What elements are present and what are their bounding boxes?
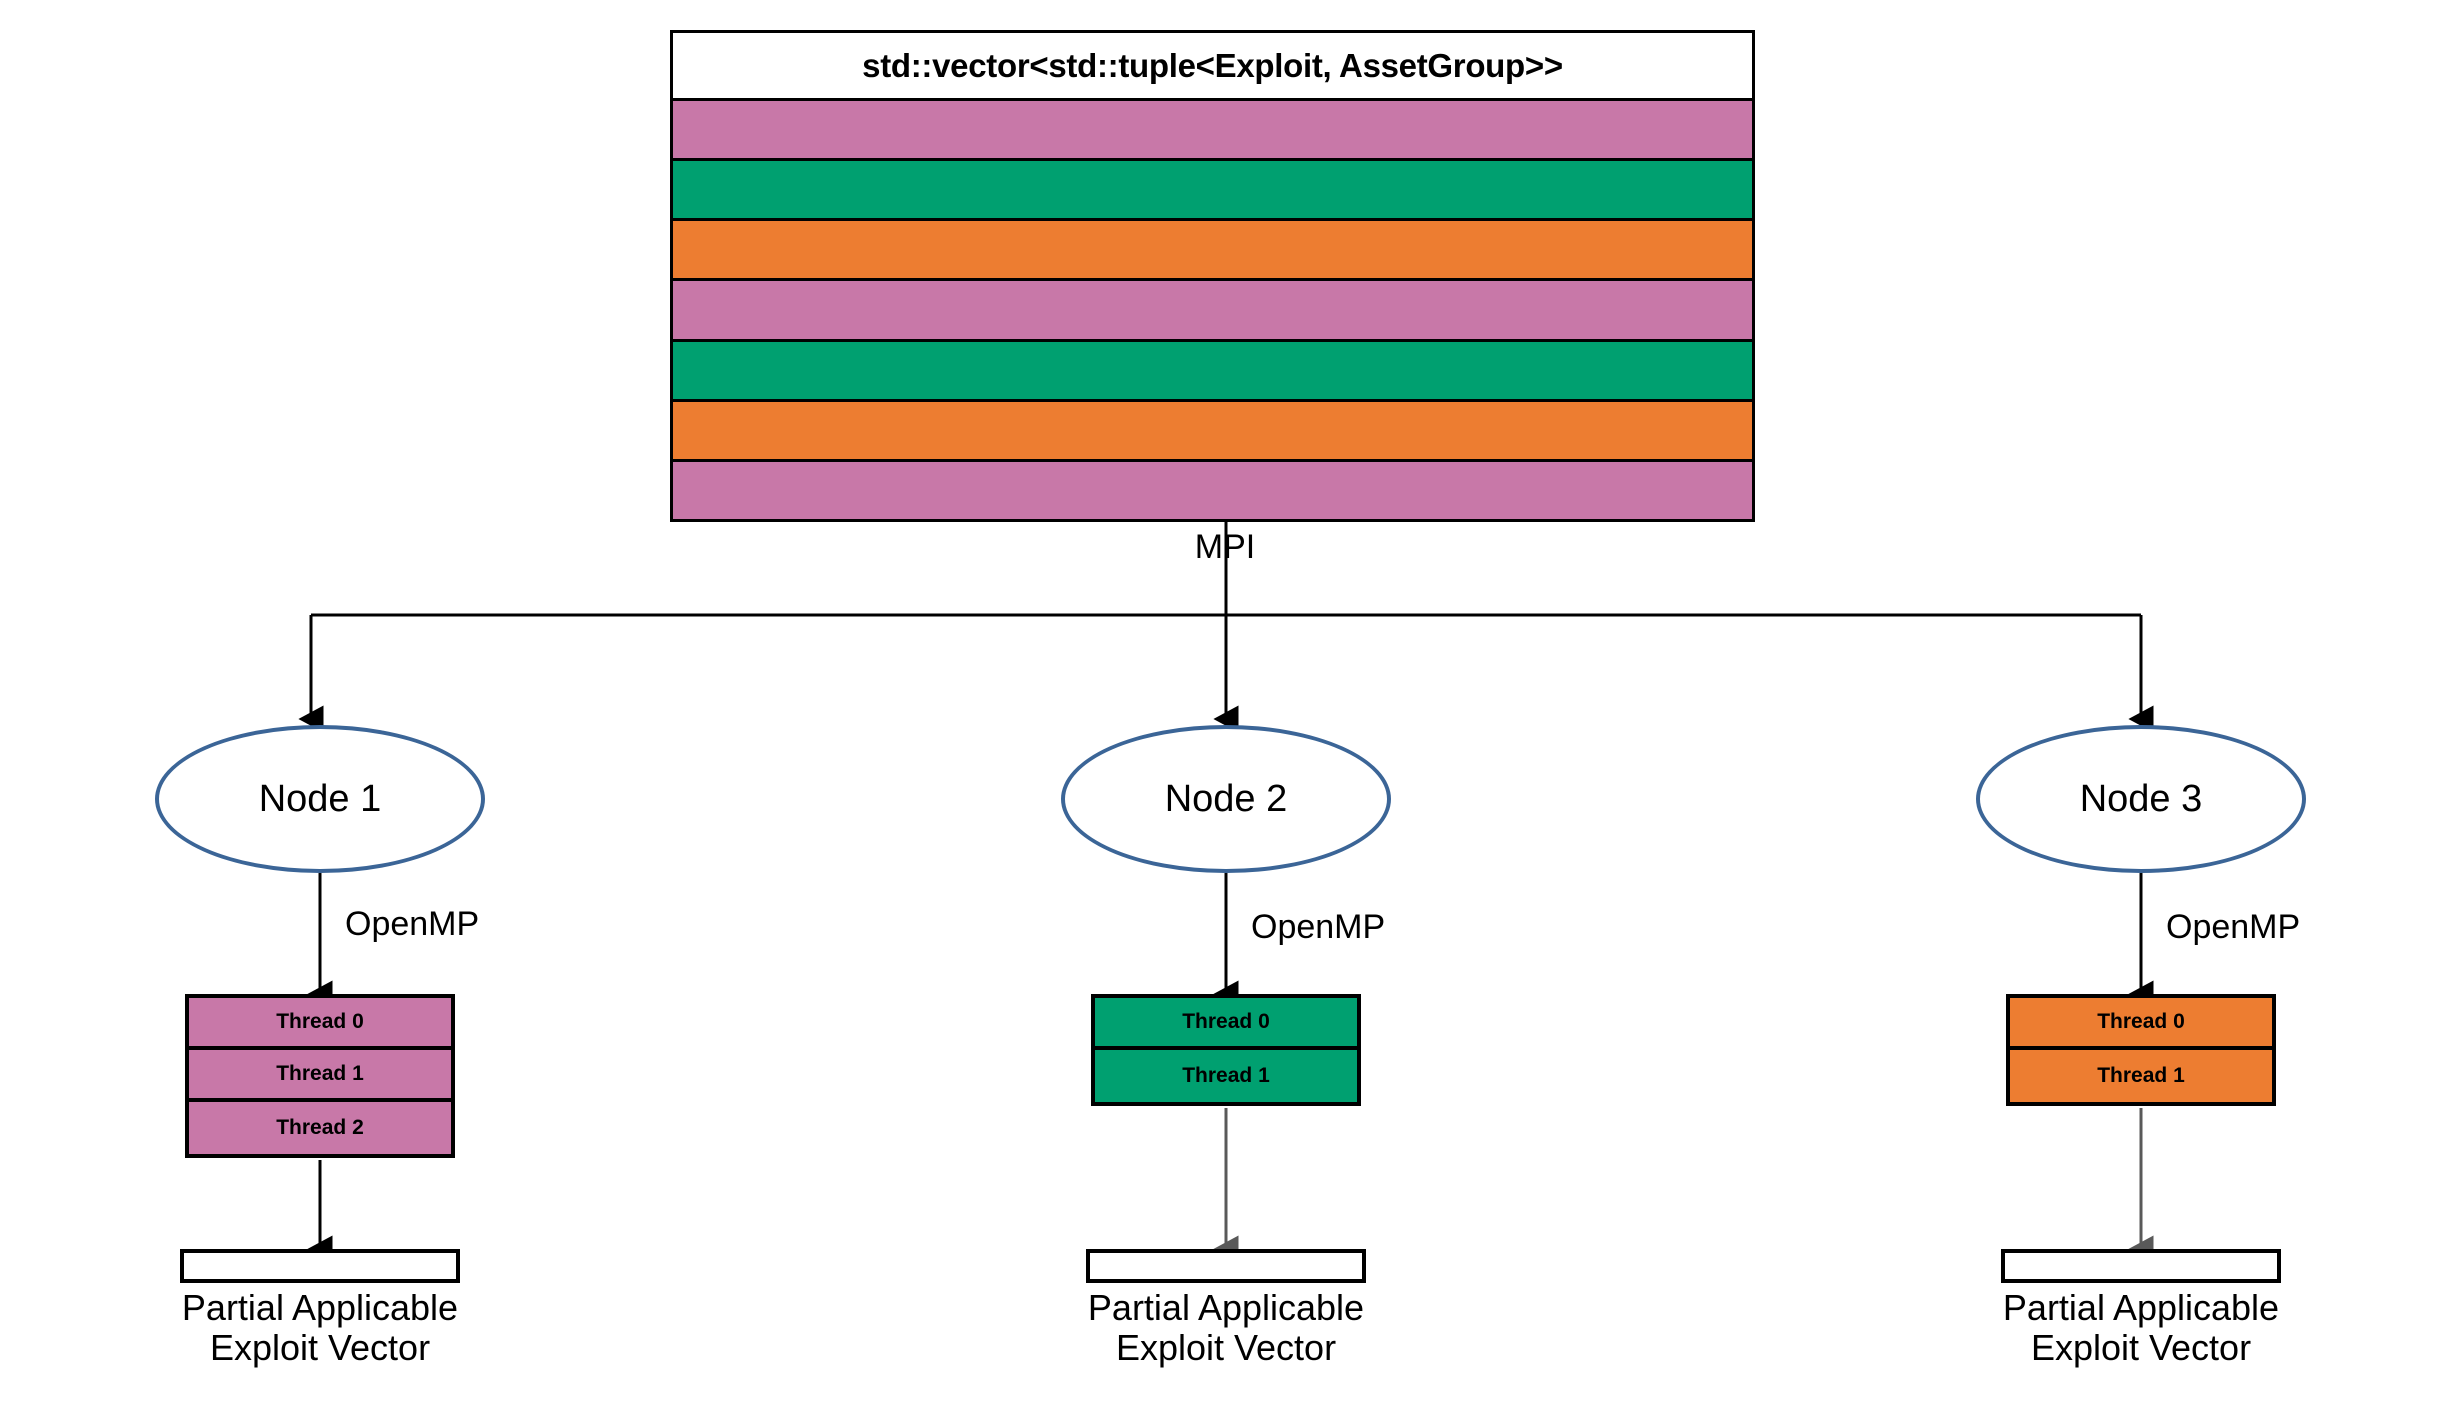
vector-band-2 [673,221,1752,282]
output-box-node-3 [2001,1249,2281,1283]
thread-stack-node-3: Thread 0 Thread 1 [2006,994,2276,1106]
node-ellipse-node-1[interactable]: Node 1 [155,725,485,873]
vector-header: std::vector<std::tuple<Exploit, AssetGro… [673,33,1752,101]
output-caption-line1-node-2: Partial Applicable [1087,1287,1365,1328]
node-label-node-2: Node 2 [1164,777,1288,820]
output-box-node-2 [1086,1249,1366,1283]
output-box-node-1 [180,1249,460,1283]
thread-box-node-1-0: Thread 0 [189,998,451,1050]
vector-band-4 [673,341,1752,402]
vector-band-5 [673,401,1752,462]
thread-label-node-2-1: Thread 1 [1182,1064,1270,1087]
thread-label-node-1-1: Thread 1 [276,1062,364,1085]
thread-label-node-3-1: Thread 1 [2097,1064,2185,1087]
exploit-vector-container: std::vector<std::tuple<Exploit, AssetGro… [670,30,1755,522]
vector-band-6 [673,461,1752,519]
vector-type-label: std::vector<std::tuple<Exploit, AssetGro… [862,46,1563,84]
openmp-label-node-1: OpenMP [345,905,480,943]
thread-label-node-1-2: Thread 2 [276,1116,364,1139]
output-caption-line1-node-1: Partial Applicable [181,1287,459,1328]
thread-box-node-3-1: Thread 1 [2010,1050,2272,1102]
output-caption-line2-node-1: Exploit Vector [209,1327,431,1369]
vector-band-1 [673,161,1752,222]
node-label-node-3: Node 3 [2079,777,2203,820]
thread-box-node-2-1: Thread 1 [1095,1050,1357,1102]
thread-stack-node-2: Thread 0 Thread 1 [1091,994,1361,1106]
thread-stack-node-1: Thread 0 Thread 1 Thread 2 [185,994,455,1158]
thread-label-node-2-0: Thread 0 [1182,1010,1270,1033]
vector-band-0 [673,101,1752,162]
vector-band-3 [673,281,1752,342]
node-label-node-1: Node 1 [258,777,382,820]
output-caption-line2-node-2: Exploit Vector [1115,1327,1337,1369]
output-caption-line2-node-3: Exploit Vector [2030,1327,2252,1369]
node-ellipse-node-3[interactable]: Node 3 [1976,725,2306,873]
mpi-label: MPI [1194,528,1256,566]
thread-label-node-1-0: Thread 0 [276,1010,364,1033]
thread-box-node-2-0: Thread 0 [1095,998,1357,1050]
node-ellipse-node-2[interactable]: Node 2 [1061,725,1391,873]
output-caption-node-3: Partial Applicable Exploit Vector [1921,1287,2361,1369]
vector-band-list [673,101,1752,519]
output-caption-line1-node-3: Partial Applicable [2002,1287,2280,1328]
openmp-label-node-3: OpenMP [2166,908,2301,946]
thread-box-node-3-0: Thread 0 [2010,998,2272,1050]
thread-box-node-1-2: Thread 2 [189,1102,451,1154]
openmp-label-node-2: OpenMP [1251,908,1386,946]
output-caption-node-2: Partial Applicable Exploit Vector [1006,1287,1446,1369]
thread-label-node-3-0: Thread 0 [2097,1010,2185,1033]
output-caption-node-1: Partial Applicable Exploit Vector [100,1287,540,1369]
thread-box-node-1-1: Thread 1 [189,1050,451,1102]
